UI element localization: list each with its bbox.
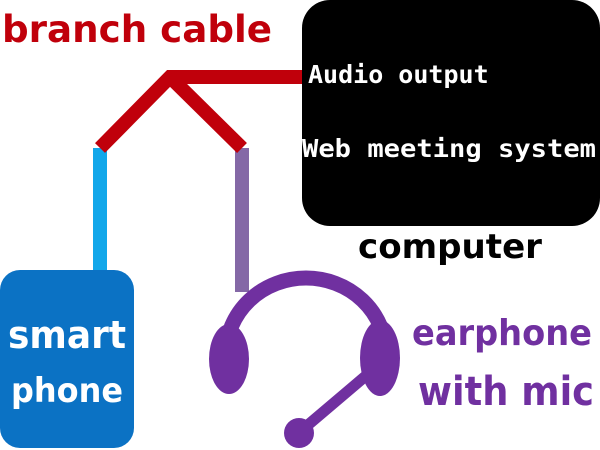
headset-left-ear-cup — [209, 324, 249, 394]
earphone-label-line1: earphone — [412, 313, 592, 354]
smartphone-label-line1: smart — [8, 313, 126, 357]
smartphone: smart phone — [0, 270, 134, 448]
branch-cable-label: branch cable — [2, 8, 272, 51]
headset-with-mic-icon — [209, 270, 400, 448]
web-meeting-system-label: Web meeting system — [302, 134, 596, 163]
earphone-label-line2: with mic — [418, 369, 594, 415]
cables — [93, 70, 308, 292]
computer-screen — [302, 0, 600, 226]
headset-mic — [284, 418, 314, 448]
computer-box: Audio output Web meeting system — [302, 0, 600, 226]
headset-mic-boom — [296, 368, 374, 436]
headset-right-ear-cup — [360, 320, 400, 396]
computer-label: computer — [358, 227, 542, 267]
smartphone-label-line2: phone — [11, 371, 123, 411]
audio-output-label: Audio output — [308, 60, 489, 89]
headset-band — [218, 270, 394, 362]
smartphone-body — [0, 270, 134, 448]
branch-cable-fork — [165, 72, 247, 153]
